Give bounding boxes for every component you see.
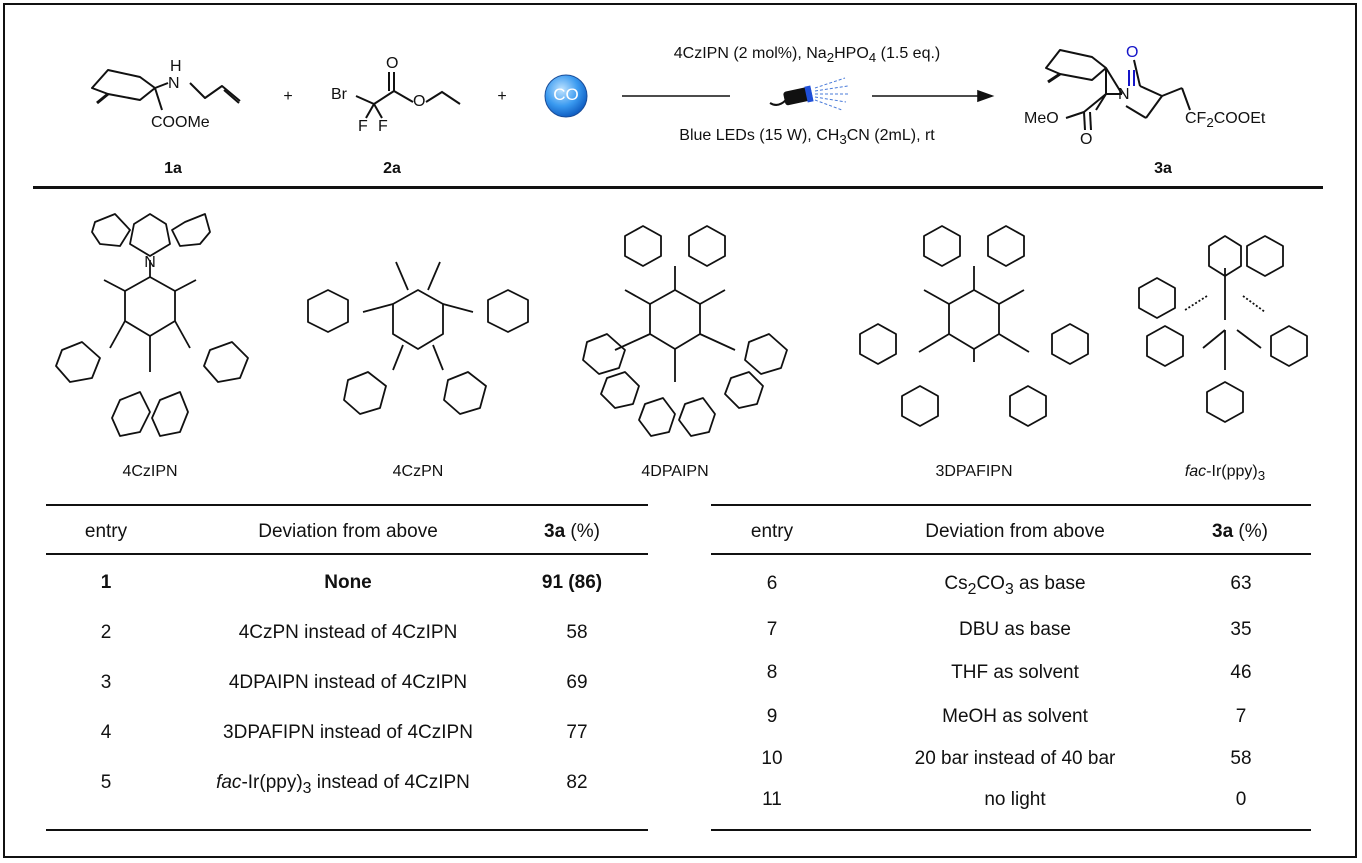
label-3a: 3a [1154, 160, 1172, 177]
conditions-bottom: Blue LEDs (15 W), CH3CN (2mL), rt [679, 127, 935, 148]
table-right-bottom-rule [711, 829, 1311, 831]
3a-cf2cooet: CF2COOEt [1185, 110, 1266, 131]
catalyst-name-3dpafipn: 3DPAFIPN [935, 463, 1013, 480]
table-left-header-rule [46, 553, 648, 555]
2a-f2-atom: F [378, 118, 388, 135]
structure-4czpn [307, 261, 529, 415]
structure-3dpafipn [859, 225, 1089, 427]
structure-ir-ppy3 [1138, 235, 1308, 423]
conditions-top: 4CzIPN (2 mol%), Na2HPO4 (1.5 eq.) [673, 45, 941, 66]
co-label: CO [553, 85, 579, 104]
2a-carbonyl-o: O [386, 55, 399, 72]
3a-n-atom: N [1118, 86, 1130, 103]
4czipn-label-n: N [144, 254, 156, 271]
1a-h-atom: H [170, 58, 182, 75]
catalyst-name-4czipn: 4CzIPN [122, 463, 178, 480]
structure-4czipn [55, 213, 249, 437]
structure-4dpaipn [582, 225, 788, 437]
table-right-header-deviation: Deviation from above [925, 521, 1105, 542]
table-right-header-entry: entry [750, 521, 794, 542]
plus-2: + [497, 88, 507, 105]
label-2a: 2a [383, 160, 401, 177]
table-right-header-rule [711, 553, 1311, 555]
1a-ester: COOMe [151, 114, 210, 131]
catalyst-name-4dpaipn: 4DPAIPN [641, 463, 709, 480]
plus-1: + [283, 88, 293, 105]
label-1a: 1a [164, 160, 182, 177]
scheme-divider [33, 186, 1323, 189]
1a-n-atom: N [168, 75, 180, 92]
3a-meo: MeO [1024, 110, 1059, 127]
2a-f1-atom: F [358, 118, 368, 135]
table-left-header-entry: entry [84, 521, 128, 542]
2a-br-atom: Br [331, 86, 347, 103]
table-left-top-rule [46, 504, 648, 506]
figure-frame [3, 3, 1357, 858]
catalyst-name-4czpn: 4CzPN [392, 463, 444, 480]
2a-ester-o: O [413, 93, 426, 110]
table-left-header-yield: 3a (%) [544, 521, 600, 542]
table-right-top-rule [711, 504, 1311, 506]
table-right-header-yield: 3a (%) [1212, 521, 1268, 542]
3a-ester-o: O [1080, 131, 1093, 148]
3a-carbonyl-o: O [1126, 44, 1139, 61]
table-left-header-deviation: Deviation from above [258, 521, 438, 542]
table-left-bottom-rule [46, 829, 648, 831]
blue-led-icon [769, 77, 849, 111]
catalyst-name-ir-ppy3: fac-Ir(ppy)3 [1184, 463, 1266, 484]
